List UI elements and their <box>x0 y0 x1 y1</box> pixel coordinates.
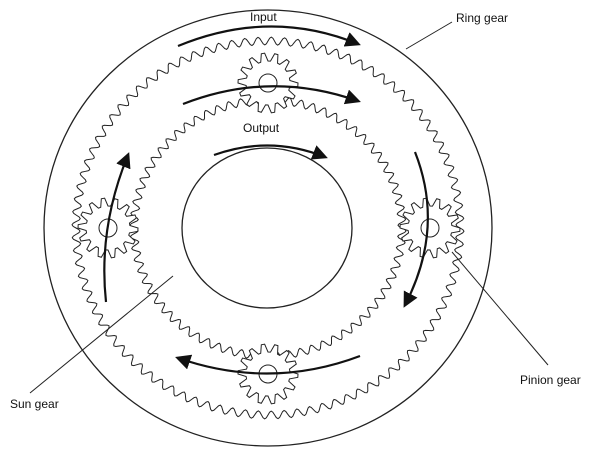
pinion-gear-teeth <box>237 52 299 114</box>
pinion-gear-label: Pinion gear <box>520 373 581 387</box>
ring-gear-label: Ring gear <box>456 11 508 25</box>
pinion-gear <box>399 197 461 259</box>
ring-arrow-right <box>403 151 429 308</box>
output-arrow <box>213 144 328 160</box>
pinion-gear-leader <box>451 251 549 366</box>
sun-gear-hub <box>181 147 353 309</box>
sun-gear-label: Sun gear <box>10 397 59 411</box>
ring-gear-leader <box>405 21 453 50</box>
pinion-gear <box>237 52 299 114</box>
sun-gear-leader <box>29 275 174 394</box>
ring-arrow-bottom <box>175 354 361 375</box>
pinion-gear-hub <box>420 218 440 238</box>
input-label: Input <box>250 10 277 24</box>
ring-gear-outer-edge <box>43 9 493 447</box>
pinion-gear-hub <box>258 73 278 93</box>
ring-gear-internal-teeth <box>71 36 465 420</box>
output-label: Output <box>243 121 280 135</box>
carrier-arrow-top <box>182 85 361 106</box>
pinion-gear-teeth <box>399 197 461 259</box>
pinion-gears <box>77 52 461 405</box>
ring-arrow-left <box>103 152 131 303</box>
sun-gear-teeth <box>129 95 407 361</box>
input-arrow <box>177 25 361 48</box>
